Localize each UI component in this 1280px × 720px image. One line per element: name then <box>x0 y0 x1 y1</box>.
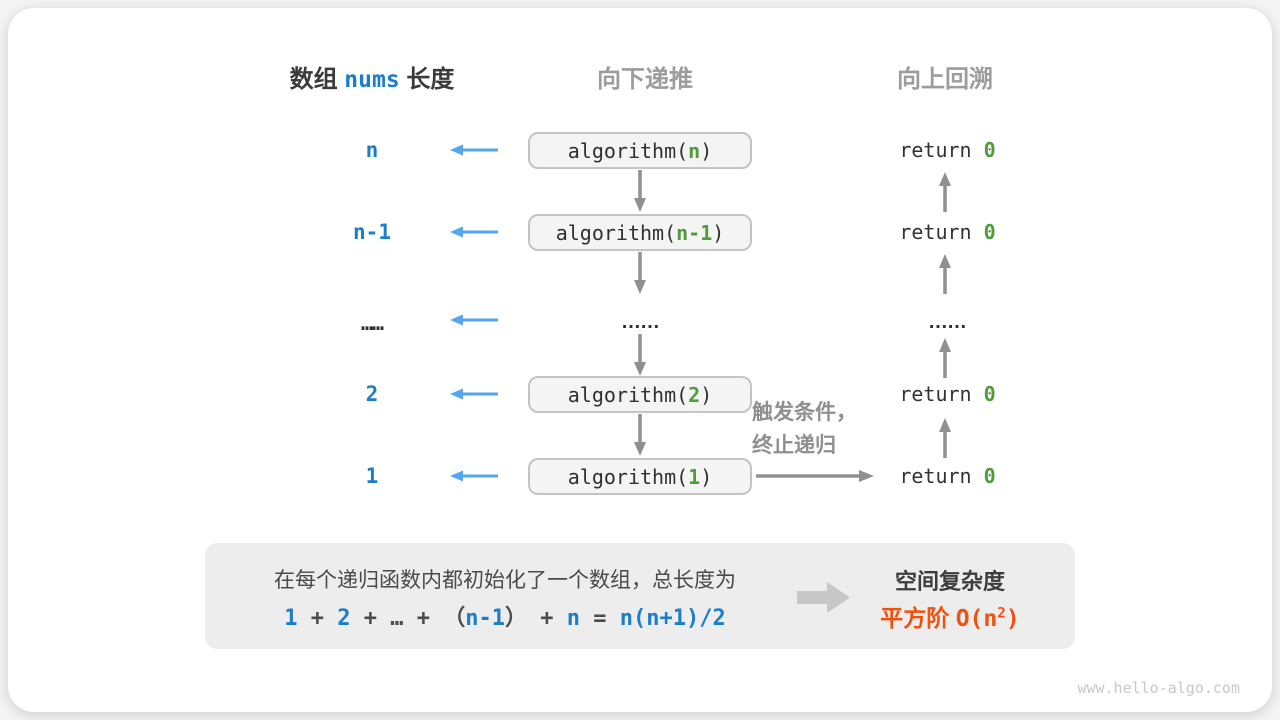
down-arrow-icon <box>634 170 646 212</box>
call-box-n-1: algorithm(n-1) <box>528 214 752 251</box>
trigger-line2: 终止递归 <box>752 434 836 457</box>
watermark-url: www.hello-algo.com <box>1077 679 1240 697</box>
left-arrow-icon <box>450 388 498 400</box>
up-arrow-icon <box>939 338 951 378</box>
trigger-annotation: 触发条件， 终止递归 <box>752 396 892 462</box>
header-array-length: 数组 nums 长度 <box>289 66 455 93</box>
trigger-line1: 触发条件， <box>752 401 857 424</box>
result-title: 空间复杂度 <box>894 569 1005 594</box>
left-arrow-icon <box>450 470 498 482</box>
summary-panel <box>205 543 1075 649</box>
return-label: return 0 <box>899 382 996 406</box>
summary-text: 在每个递归函数内都初始化了一个数组，总长度为 <box>274 569 736 592</box>
call-box-n: algorithm(n) <box>528 132 752 169</box>
left-arrow-icon <box>450 314 498 326</box>
row-label-1: 1 <box>365 464 379 488</box>
call-box-2: algorithm(2) <box>528 376 752 413</box>
down-arrow-icon <box>634 252 646 294</box>
right-arrow-icon <box>756 470 874 482</box>
header-recurse-down: 向下递推 <box>597 66 693 93</box>
return-label: return 0 <box>899 138 996 162</box>
middle-ellipsis: …… <box>621 311 660 333</box>
down-arrow-icon <box>634 334 646 376</box>
right-ellipsis: …… <box>928 311 967 333</box>
result-value: 平方阶 O(n2) <box>880 605 1020 632</box>
row-label-n: n <box>365 138 379 162</box>
up-arrow-icon <box>939 172 951 212</box>
row-label-ellipsis: …… <box>360 311 384 335</box>
row-label-n-1: n-1 <box>353 220 391 244</box>
block-arrow-icon <box>797 582 850 613</box>
return-label: return 0 <box>899 220 996 244</box>
up-arrow-icon <box>939 418 951 458</box>
down-arrow-icon <box>634 414 646 456</box>
nums-code-label: nums <box>344 67 400 93</box>
up-arrow-icon <box>939 254 951 294</box>
formula: 1 + 2 + … + （n-1） + n = n(n+1)/2 <box>284 606 726 631</box>
call-box-1: algorithm(1) <box>528 458 752 495</box>
return-label: return 0 <box>899 464 996 488</box>
header-backtrack-up: 向上回溯 <box>897 66 993 93</box>
left-arrow-icon <box>450 144 498 156</box>
left-arrow-icon <box>450 226 498 238</box>
row-label-2: 2 <box>365 382 379 406</box>
